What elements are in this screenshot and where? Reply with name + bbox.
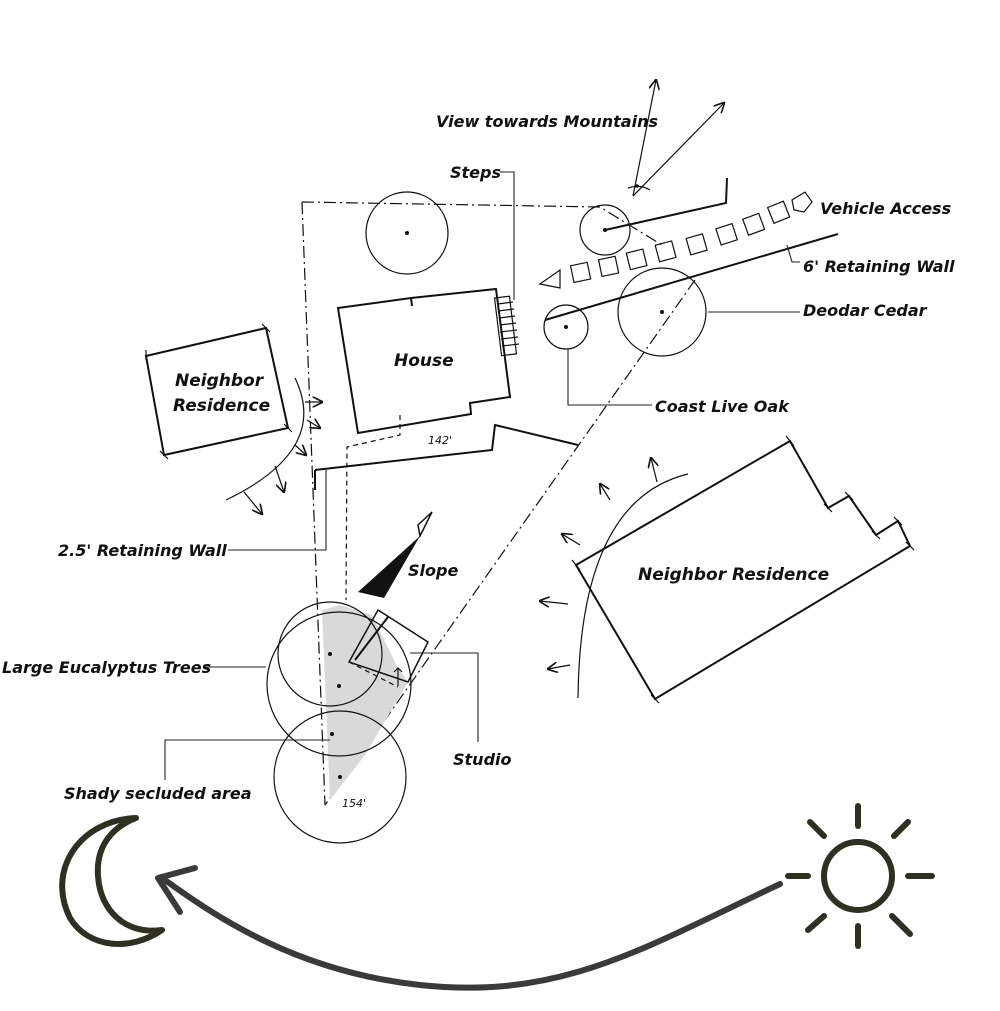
neighbor-residence-left [144,326,290,457]
studio-outline [347,608,429,683]
label-neighbor-left-line1: Neighbor [175,371,265,391]
shady-area-fill [322,605,408,800]
view-arrows [627,80,724,197]
retaining-wall-6ft [544,233,839,321]
moon-icon [59,815,165,947]
neighbor-right-view-arrows [540,458,657,669]
house-outline [336,287,512,435]
label-large-eucalyptus-trees: Large Eucalyptus Trees [2,658,211,677]
label-deodar-cedar: Deodar Cedar [803,301,928,320]
label-shady-secluded-area: Shady secluded area [64,784,252,803]
neighbor-left-view-arrows [243,402,322,514]
eucalyptus-tree-3 [273,710,407,844]
label-vehicle-access: Vehicle Access [820,199,951,218]
dimension-south-edge: 154' [342,797,366,810]
eucalyptus-tree-1 [277,601,383,707]
sun-icon [785,803,935,949]
coast-live-oak-tree [543,304,589,350]
sun-path-arrow [155,865,783,991]
dimension-north-edge: 142' [428,434,452,447]
slope-icon [358,511,433,598]
eucalyptus-tree-2 [266,611,412,757]
label-coast-live-oak: Coast Live Oak [655,397,790,416]
steps [493,295,520,357]
tree-northeast [579,204,631,256]
label-neighbor-left-line2: Residence [173,396,270,416]
label-6ft-retaining-wall: 6' Retaining Wall [803,257,955,276]
label-slope: Slope [408,561,458,580]
label-house: House [394,351,454,371]
label-view-towards-mountains: View towards Mountains [436,112,658,131]
label-2-5ft-retaining-wall: 2.5' Retaining Wall [58,541,227,560]
label-neighbor-right: Neighbor Residence [638,565,829,585]
retaining-wall-north [604,177,728,231]
retaining-wall-2-5ft [314,423,579,471]
tree-north [365,191,449,275]
label-studio: Studio [453,750,512,769]
label-steps: Steps [450,163,501,182]
deodar-cedar-tree [617,267,707,357]
vehicle-access-pavers [538,191,813,289]
